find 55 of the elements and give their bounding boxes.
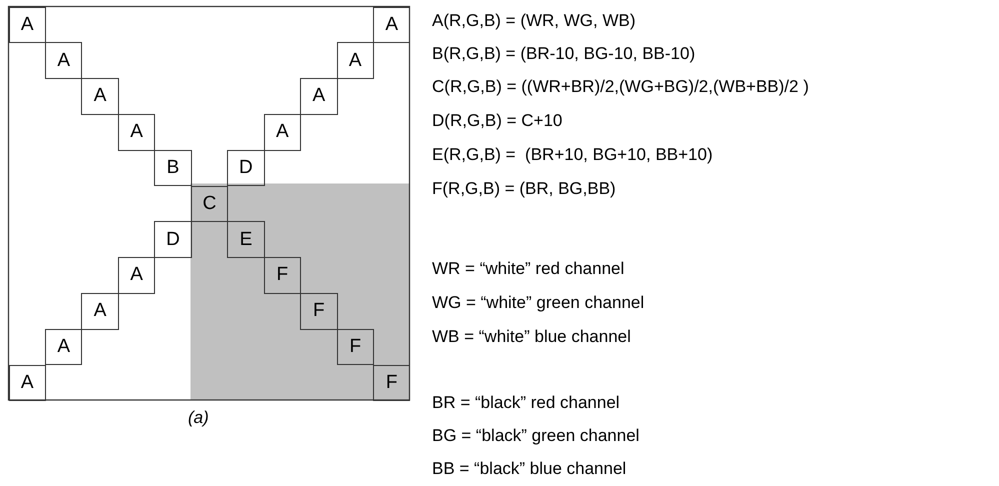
grid-cell (373, 6, 410, 44)
grid-cell (118, 257, 156, 294)
cell-letter: A (385, 14, 398, 36)
cell-letter: A (94, 85, 106, 108)
cell-letter: A (57, 336, 70, 358)
cell-letter: A (94, 300, 106, 322)
formula-text: BG = “black” green channel (432, 426, 640, 446)
formula-text: BR = “black” red channel (432, 393, 620, 413)
cell-letter: D (239, 157, 253, 180)
grid-cell (227, 150, 265, 186)
caption: (a) (188, 408, 209, 428)
cell-letter: F (313, 300, 325, 322)
grid-cell (8, 364, 46, 402)
cell-letter: B (166, 157, 180, 180)
cell-letter: E (240, 228, 252, 251)
grid-cell (264, 257, 302, 294)
cell-letter: A (276, 121, 289, 144)
grid-cell (336, 328, 374, 366)
formula-text: A(R,G,B) = (WR, WG, WB) (432, 11, 636, 31)
formula-text: WR = “white” red channel (432, 259, 624, 279)
grid-cell (8, 6, 46, 44)
formula-text: BB = “black” blue channel (432, 459, 626, 479)
grid-cell (300, 78, 338, 115)
cell-letter: A (130, 121, 143, 144)
cell-letter: C (202, 192, 216, 215)
grid-cell (190, 186, 228, 222)
cell-letter: A (20, 372, 34, 394)
cell-letter: A (20, 14, 34, 36)
grid-cell (154, 221, 192, 258)
grid-cell (44, 42, 82, 80)
cell-letter: A (57, 50, 70, 72)
cell-letter: F (276, 264, 288, 286)
cell-letter: D (166, 228, 180, 251)
grid-cell (300, 292, 338, 330)
grid-cell (44, 328, 82, 366)
grid-cell (227, 221, 265, 258)
grid-cell (81, 292, 119, 330)
grid-cell (264, 114, 302, 151)
cell-letter: F (349, 336, 362, 358)
cell-letter: A (130, 264, 143, 286)
cell-letter: F (386, 372, 398, 394)
formula-text: C(R,G,B) = ((WR+BR)/2,(WG+BG)/2,(WB+BB)/2 ) (432, 77, 809, 97)
cell-letter: A (348, 50, 362, 72)
formula-text: E(R,G,B) = (BR+10, BG+10, BB+10) (432, 145, 713, 165)
grid-cell (373, 364, 410, 402)
grid-cell (81, 78, 119, 115)
formula-text: D(R,G,B) = C+10 (432, 111, 562, 131)
grid-cell (118, 114, 156, 151)
grid-cell (336, 42, 374, 80)
formula-text: WB = “white” blue channel (432, 327, 631, 347)
formula-text: WG = “white” green channel (432, 293, 644, 313)
cell-letter: A (312, 85, 326, 108)
formula-text: F(R,G,B) = (BR, BG,BB) (432, 179, 616, 199)
grid-cell (154, 150, 192, 186)
formula-text: B(R,G,B) = (BR-10, BG-10, BB-10) (432, 44, 696, 64)
